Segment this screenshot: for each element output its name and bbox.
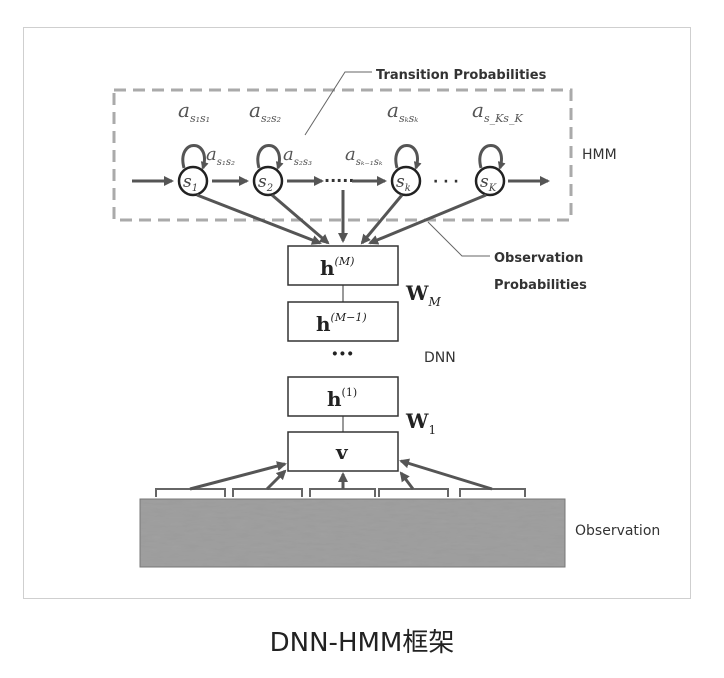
- svg-text:sK: sK: [480, 172, 497, 194]
- chain-ellipsis-short: · · ·: [433, 174, 459, 190]
- self-loop-label-1: as₁s₁: [178, 98, 210, 125]
- input-arrow-2: [265, 469, 287, 491]
- svg-text:h(M): h(M): [320, 255, 354, 280]
- layer-ellipsis: ···: [331, 341, 354, 367]
- input-arrow-5: [399, 458, 493, 491]
- self-loop-label-2: as₂s₂: [249, 98, 281, 125]
- hmm-region: [112, 88, 573, 222]
- transition-label-23: as₂s₃: [283, 144, 312, 168]
- observation-spectrogram: [139, 498, 566, 568]
- observation-label: Observation: [575, 523, 660, 539]
- emission-arrow-sk: [360, 194, 404, 245]
- weight-W-M: WM: [405, 281, 441, 309]
- self-loop-label-K: as_Ks_K: [472, 98, 523, 125]
- self-loop-s2: [256, 144, 284, 170]
- svg-text:sk: sk: [396, 172, 411, 194]
- transition-callout-line: [304, 71, 372, 136]
- svg-text:h(1): h(1): [327, 386, 357, 411]
- svg-text:s2: s2: [258, 172, 273, 194]
- hmm-label: HMM: [582, 147, 617, 163]
- emission-arrow-s1: [196, 193, 322, 245]
- figure-frame: [23, 27, 691, 599]
- frame-bracket-5: [459, 488, 526, 497]
- emission-arrow-sK: [368, 193, 487, 245]
- chain-ellipsis: ·····: [324, 171, 354, 190]
- svg-text:v: v: [335, 440, 349, 464]
- state-s2: s2: [252, 165, 284, 197]
- self-loop-label-k: asₖsₖ: [387, 98, 418, 125]
- self-loop-sk: [394, 144, 422, 170]
- state-sK: sK: [474, 165, 506, 197]
- emission-arrow-s2: [271, 193, 330, 245]
- transition-label-12: as₁s₂: [206, 144, 235, 168]
- transition-label-k: asₖ₋₁sₖ: [345, 144, 383, 168]
- svg-text:h(M−1): h(M−1): [316, 311, 367, 336]
- observation-probabilities-label-line2: Probabilities: [494, 278, 587, 293]
- observation-probabilities-label-line1: Observation: [494, 251, 583, 266]
- weight-W-1: W1: [405, 409, 436, 437]
- observation-callout-line: [427, 221, 490, 257]
- layer-v: v: [287, 431, 399, 472]
- state-sk: sk: [390, 165, 422, 197]
- dnn-label: DNN: [424, 350, 456, 366]
- input-arrow-1: [189, 461, 287, 491]
- self-loop-sK: [478, 144, 506, 170]
- transition-probabilities-label: Transition Probabilities: [376, 68, 547, 83]
- self-loop-s1: [181, 144, 209, 170]
- frame-bracket-2: [232, 488, 303, 497]
- state-s1: s1: [177, 165, 209, 197]
- frame-bracket-3: [309, 488, 376, 497]
- frame-bracket-4: [378, 488, 449, 497]
- layer-h-M-1: h(M−1): [287, 301, 399, 342]
- layer-h-M: h(M): [287, 245, 399, 286]
- layer-h-1: h(1): [287, 376, 399, 417]
- figure-caption: DNN-HMM框架: [269, 628, 455, 658]
- svg-text:s1: s1: [183, 172, 198, 194]
- input-arrow-4: [399, 471, 415, 490]
